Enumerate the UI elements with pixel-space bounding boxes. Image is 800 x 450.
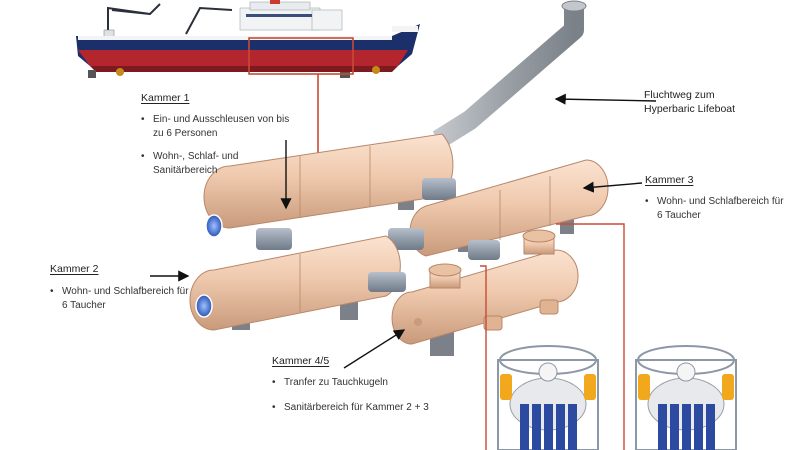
- chamber-3-title: Kammer 3: [645, 174, 694, 186]
- ship-illustration: [76, 0, 420, 78]
- bullet-dot-icon: •: [141, 151, 145, 162]
- escape-route-label: Fluchtweg zum Hyperbaric Lifeboat: [644, 89, 736, 115]
- bullet-dot-icon: •: [272, 377, 276, 388]
- chamber-3-item-1: • Wohn- und Schlafbereich für 6 Taucher: [645, 196, 784, 221]
- chamber-4-5-vessel: [391, 229, 579, 356]
- chamber-4-5-item-1: • Tranfer zu Tauchkugeln: [272, 377, 388, 388]
- bullet-dot-icon: •: [141, 114, 145, 125]
- chamber-2-vessel: [189, 235, 401, 331]
- chamber-2-item-1: • Wohn- und Schlafbereich für 6 Taucher: [50, 286, 189, 311]
- bullet-dot-icon: •: [272, 402, 276, 413]
- chamber-4-5-item-2: • Sanitärbereich für Kammer 2 + 3: [272, 402, 429, 413]
- arrow-icon: [343, 329, 406, 369]
- arrow-icon: [582, 181, 643, 193]
- diving-bell-right: [635, 345, 737, 450]
- bullet-dot-icon: •: [645, 196, 649, 207]
- diving-bell-left: [497, 345, 599, 450]
- bell-leader-line-left: [480, 265, 487, 450]
- chamber-1-item-2: • Wohn-, Schlaf- und Sanitärbereich: [141, 151, 239, 176]
- chamber-1-title: Kammer 1: [141, 92, 190, 104]
- escape-duct: [428, 0, 587, 160]
- bullet-dot-icon: •: [50, 286, 54, 297]
- chamber-1-item-1: • Ein- und Ausschleusen von bis zu 6 Per…: [141, 114, 290, 139]
- chamber-location-marker: [248, 37, 354, 75]
- chamber-2-title: Kammer 2: [50, 263, 99, 275]
- chamber-1-vessel: [203, 133, 454, 238]
- bell-leader-line-right: [556, 223, 625, 450]
- arrow-icon: [554, 93, 657, 105]
- chamber-4-5-title: Kammer 4/5: [272, 355, 330, 367]
